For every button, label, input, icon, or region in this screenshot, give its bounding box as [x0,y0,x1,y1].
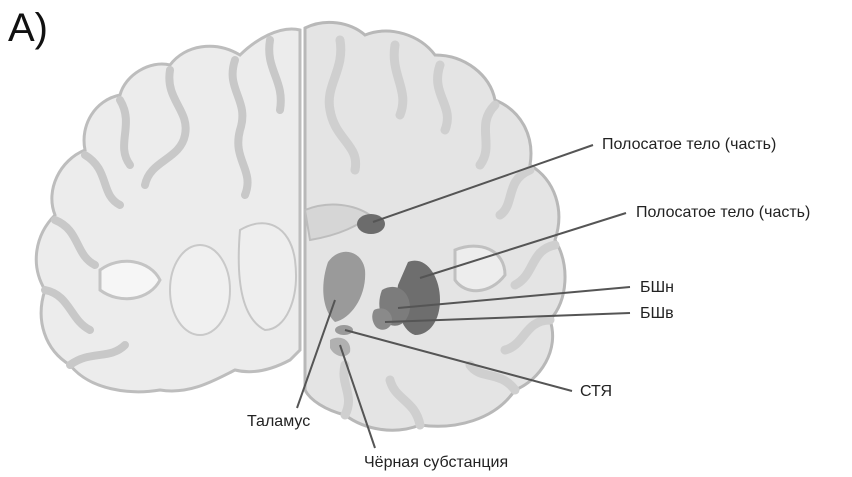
left-putamen-outline [170,245,230,335]
left-hemisphere [36,29,300,392]
label-gpe: БШн [640,280,674,296]
label-striatum-2: Полосатое тело (часть) [636,205,810,221]
label-substantia-nigra: Чёрная субстанция [364,455,508,471]
label-striatum-1: Полосатое тело (часть) [602,137,776,153]
striatum-caudate [357,214,385,234]
subthalamic-nucleus [335,325,353,335]
right-hemisphere [305,22,565,430]
label-stn: СТЯ [580,384,612,400]
label-gpi: БШв [640,306,674,322]
label-thalamus: Таламус [247,414,310,430]
panel-letter: A) [8,8,48,48]
